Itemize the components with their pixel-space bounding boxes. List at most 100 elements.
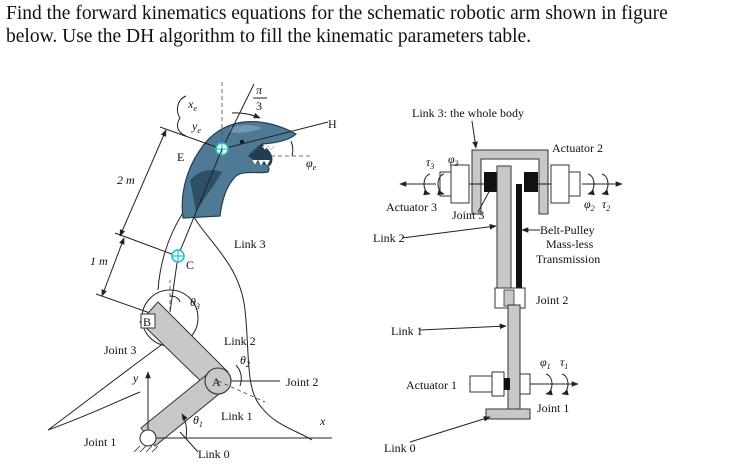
label-phi-e: φe (306, 156, 317, 172)
label-tau3: τ3 (426, 155, 434, 171)
belt-pulley (516, 184, 522, 304)
actuator2-motor (568, 171, 581, 197)
theta3-arc (169, 295, 181, 303)
dimension-line-2m (119, 129, 167, 237)
dinosaur-tail-outline (47, 334, 176, 431)
link1-leader (419, 323, 507, 331)
link1-column (507, 304, 521, 411)
phi3-curl (437, 173, 445, 196)
point-C-marker (171, 249, 185, 263)
label-axis-x: x (319, 414, 326, 428)
phi1-curl (545, 373, 553, 396)
label-B: B (143, 315, 151, 329)
right-mechanism-schematic: Link 3: the whole body τ3 φ3 Actuator 3 … (373, 106, 623, 455)
label-axis-y: y (132, 371, 139, 385)
dinosaur-back-outline (157, 207, 187, 291)
label-three: 3 (256, 99, 262, 113)
ground-hatch (133, 445, 159, 453)
label-link2: Link 2 (224, 334, 256, 348)
label-link0-right: Link 0 (384, 441, 416, 455)
label-actuator1: Actuator 1 (406, 378, 457, 392)
theta1-arc (181, 413, 188, 439)
label-link0: Link 0 (198, 447, 230, 461)
label-joint2-right: Joint 2 (536, 293, 568, 307)
joint1-bearing (519, 373, 531, 395)
tau1-curl (561, 373, 569, 396)
actuator1-housing (491, 371, 505, 397)
label-theta3: θ3 (190, 295, 200, 311)
link0-base-plate (485, 408, 531, 420)
theta2-arc (235, 364, 242, 387)
dimension-label-1m: 1 m (90, 254, 108, 268)
actuator1-motor (469, 375, 493, 393)
joint3-shaft-block (484, 172, 500, 192)
phi-e-arc (290, 140, 294, 157)
actuator2-housing (550, 164, 570, 204)
link3-yoke (471, 149, 549, 215)
theta2-reference-line (217, 380, 266, 403)
dinosaur-head-picture (181, 121, 297, 219)
label-pi: π (256, 83, 263, 97)
extension-line-E (159, 126, 220, 149)
label-belt-2: Mass-less (546, 237, 594, 251)
tau3-curl (423, 173, 431, 196)
label-link1-right: Link 1 (391, 324, 423, 338)
label-joint3: Joint 3 (104, 343, 136, 357)
link3-title-arrow (471, 120, 478, 149)
orientation-line (221, 83, 255, 150)
pose-brace (177, 95, 187, 137)
problem-statement: Find the forward kinematics equations fo… (6, 2, 730, 48)
extension-line-B (95, 293, 151, 314)
link2-column (496, 165, 512, 303)
label-joint3-right: Joint 3 (452, 208, 484, 222)
link0-leader-line (179, 431, 199, 453)
label-tau2: τ2 (602, 197, 610, 213)
label-xe: xe (187, 97, 197, 113)
title-link3-whole-body: Link 3: the whole body (412, 106, 524, 120)
tau2-curl (601, 173, 609, 196)
label-tau1: τ1 (560, 355, 568, 371)
extension-line-C (114, 232, 178, 257)
dinosaur-body-outline (189, 209, 313, 441)
label-link3: Link 3 (234, 237, 266, 251)
label-joint1: Joint 1 (84, 435, 116, 449)
label-H: H (328, 117, 337, 131)
label-theta1: θ1 (193, 413, 203, 429)
label-belt-3: Transmission (536, 252, 600, 266)
link3-lower-segment (169, 255, 179, 313)
problem-line-1: Find the forward kinematics equations fo… (6, 3, 668, 24)
problem-line-2: below. Use the DH algorithm to fill the … (6, 26, 532, 47)
label-C: C (186, 258, 194, 272)
label-joint2: Joint 2 (286, 375, 318, 389)
label-actuator2: Actuator 2 (552, 141, 603, 155)
dimension-label-2m: 2 m (117, 173, 135, 187)
actuator1-coupler (504, 378, 510, 390)
label-link2-right: Link 2 (373, 231, 405, 245)
label-phi1: φ1 (540, 355, 551, 371)
joint1-circle (139, 429, 157, 447)
label-joint1-right: Joint 1 (537, 401, 569, 415)
label-link1: Link 1 (221, 409, 253, 423)
dimension-line-1m (101, 237, 125, 297)
link2-leader (401, 224, 497, 239)
label-phi3: φ3 (448, 152, 459, 168)
label-ye: ye (191, 119, 201, 135)
joint2-hub (503, 289, 515, 307)
label-theta2: θ2 (240, 353, 250, 369)
label-belt-1: Belt-Pulley (540, 223, 595, 237)
actuator2-pulley (524, 172, 538, 192)
link3-upper-segment (177, 148, 223, 257)
label-actuator3: Actuator 3 (386, 200, 437, 214)
actuator3-housing (450, 164, 470, 204)
gripper-direction-line (221, 121, 329, 150)
left-robot-schematic: 2 m 1 m xe ye π 3 H φe E (47, 82, 337, 461)
joint3-leader (477, 189, 491, 213)
actuator3-motor (439, 171, 452, 197)
link0-leader (409, 416, 491, 443)
phi2-curl (587, 173, 595, 196)
joint-B-box (140, 313, 156, 329)
pi-over-3-arc (231, 112, 261, 119)
label-A: A (212, 375, 221, 389)
label-E: E (177, 150, 184, 164)
